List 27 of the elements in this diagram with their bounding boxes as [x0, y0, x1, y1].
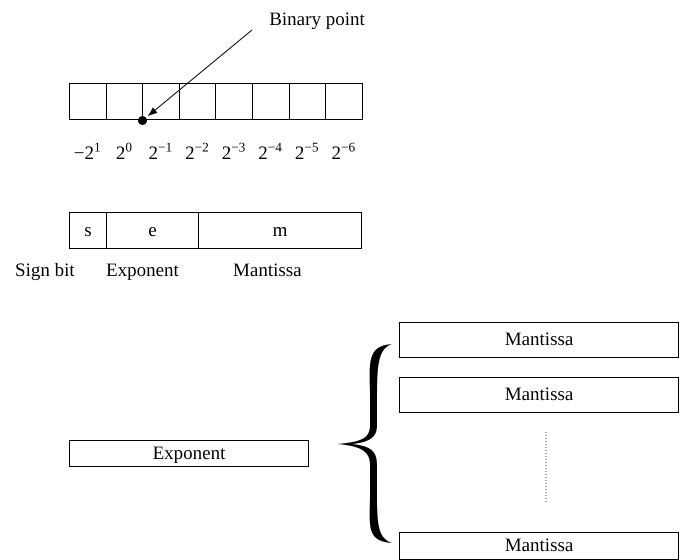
callout-text: Binary point — [256, 8, 378, 32]
bit-cell — [69, 83, 107, 120]
field-box: m — [198, 212, 362, 249]
bit-weight: 2$^{−2}$ — [185, 144, 209, 163]
field-box: Mantissa — [399, 322, 679, 358]
field-box: Mantissa — [399, 377, 679, 413]
bit-weight: 2$^{−4}$ — [258, 144, 282, 163]
field-box: Exponent — [69, 440, 309, 467]
bit-weight: 2$^{−3}$ — [222, 144, 246, 163]
bit-weight: 2$^{−6}$ — [332, 144, 356, 163]
bit-cell — [252, 83, 290, 120]
bit-weight: 2$^{−5}$ — [294, 144, 319, 163]
field-caption: Mantissa — [233, 261, 302, 280]
bit-weight: 2$^{−1}$ — [148, 144, 172, 163]
bit-cell — [288, 83, 326, 120]
field-box: s — [69, 212, 107, 249]
bit-cell — [325, 83, 363, 120]
field-box: e — [106, 212, 199, 249]
field-caption: Sign bit — [15, 261, 75, 280]
field-caption: Exponent — [106, 261, 179, 280]
bit-cell — [178, 83, 216, 120]
bit-cell — [215, 83, 253, 120]
bit-weight: 2$^{0}$ — [116, 144, 132, 163]
binary-point-dot — [138, 116, 147, 125]
field-box: Mantissa — [399, 532, 679, 560]
leader-line — [148, 30, 252, 116]
bit-weight: −2$^{1}$ — [74, 144, 101, 163]
